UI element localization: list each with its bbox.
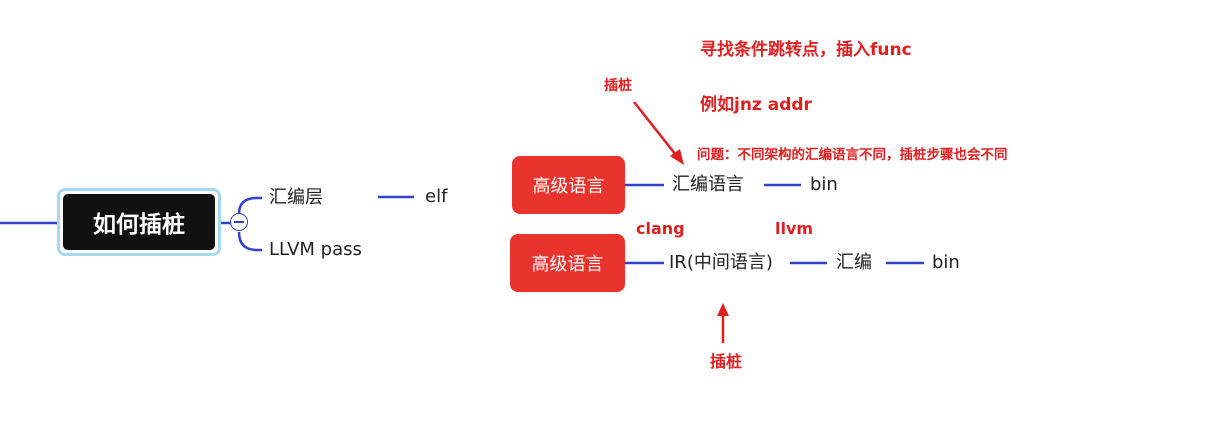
flow2-assembly[interactable]: 汇编 (836, 252, 872, 273)
annotation-example: 例如jnz addr (700, 95, 812, 115)
annotation-find-jump: 寻找条件跳转点，插入func (700, 40, 912, 60)
flow1-bin[interactable]: bin (810, 174, 838, 195)
flow2-high-level-language-box[interactable]: 高级语言 (510, 234, 625, 292)
branch-lower-curve (237, 231, 262, 252)
flow2-bin[interactable]: bin (932, 252, 960, 273)
root-node[interactable]: 如何插桩 (57, 188, 221, 256)
root-node-label: 如何插桩 (63, 194, 215, 250)
collapse-toggle-icon[interactable] (230, 213, 248, 231)
branch-asm-child-elf[interactable]: elf (425, 186, 448, 207)
annotation-clang: clang (636, 219, 685, 238)
branch-llvm-pass[interactable]: LLVM pass (269, 239, 362, 260)
bottom-arrow-icon (717, 303, 729, 343)
annotation-llvm: llvm (775, 219, 814, 238)
top-arrow-icon (633, 101, 684, 165)
annotation-problem: 问题：不同架构的汇编语言不同，插桩步骤也会不同 (697, 147, 1008, 163)
flow1-high-level-language-box[interactable]: 高级语言 (512, 156, 625, 214)
annotation-instrument-top: 插桩 (604, 78, 632, 94)
branch-asm-layer[interactable]: 汇编层 (269, 187, 323, 208)
flow1-assembly-language[interactable]: 汇编语言 (672, 174, 744, 195)
flow2-ir[interactable]: IR(中间语言) (669, 252, 773, 273)
branch-upper-curve (237, 196, 262, 215)
annotation-instrument-bottom: 插桩 (710, 352, 743, 371)
